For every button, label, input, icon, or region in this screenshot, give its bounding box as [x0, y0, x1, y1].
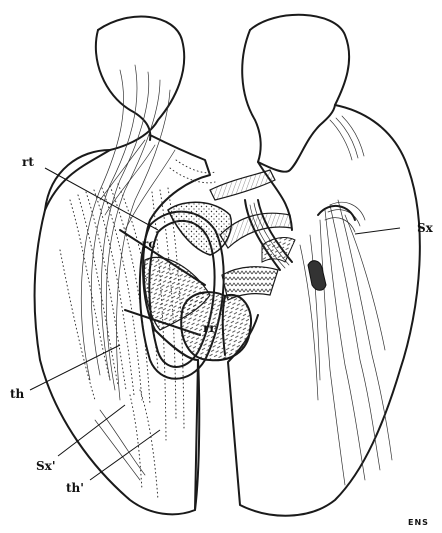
artist-signature: ENS	[408, 518, 429, 527]
label-sx: Sx	[417, 221, 434, 235]
leader-sx-prime	[58, 405, 125, 456]
leader-th-prime	[90, 430, 160, 480]
leader-sx	[355, 228, 400, 234]
label-rr: rr	[203, 321, 216, 335]
label-th-prime: th'	[66, 481, 84, 495]
label-rc: rc	[142, 237, 156, 251]
structure-rr	[181, 292, 251, 360]
right-sx-oval	[308, 206, 355, 290]
label-rt: rt	[22, 155, 34, 169]
right-hemisphere	[228, 15, 420, 516]
leader-th	[30, 345, 120, 390]
label-sx-prime: Sx'	[36, 459, 56, 473]
region-rt	[168, 202, 231, 255]
leader-rt	[45, 168, 158, 230]
label-th: th	[10, 387, 25, 401]
crossing-fibers	[210, 170, 295, 300]
left-hemisphere	[35, 17, 210, 515]
